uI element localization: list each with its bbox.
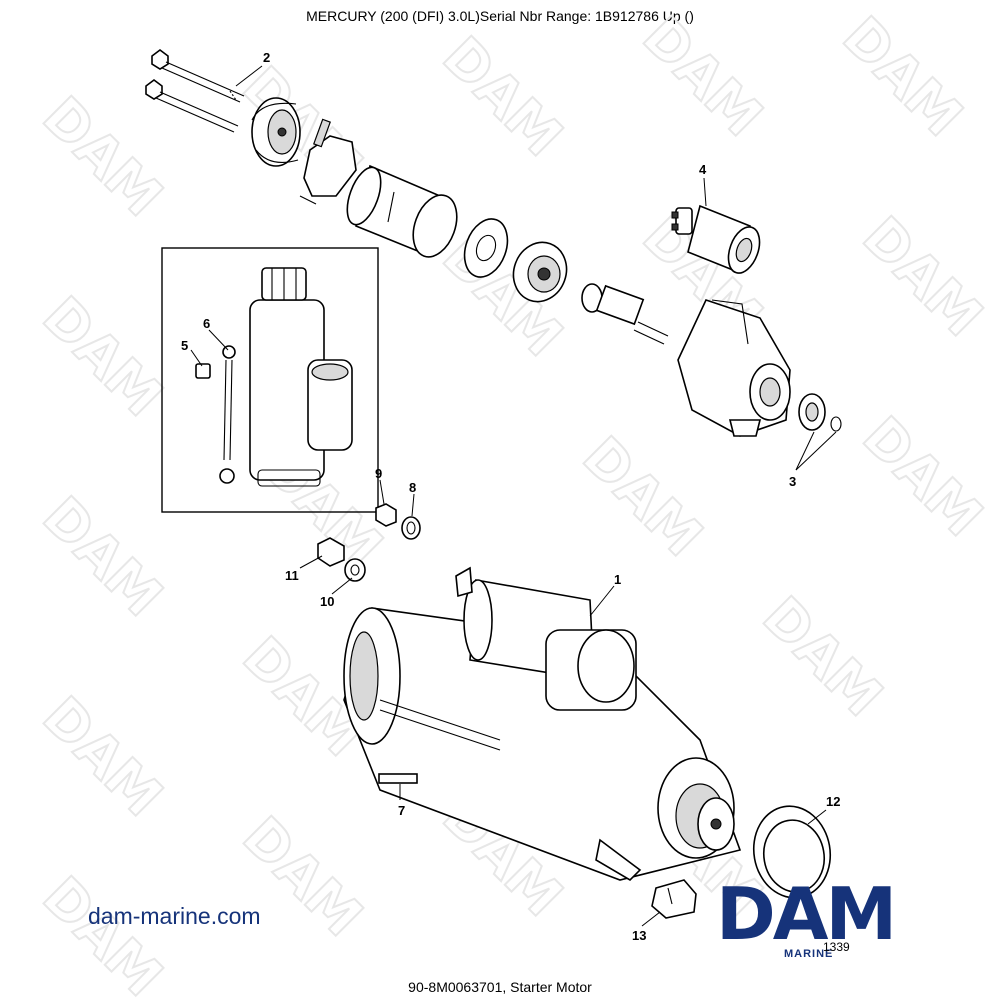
end-cap xyxy=(251,97,301,167)
brush-plate xyxy=(299,118,357,205)
callout-6: 6 xyxy=(203,316,210,331)
callout-2: 2 xyxy=(263,50,270,65)
callout-7: 7 xyxy=(398,803,405,818)
watermark: DAM xyxy=(571,425,715,569)
planetary-gear xyxy=(512,241,568,303)
figure-number: 1339 xyxy=(823,940,850,954)
drive-housing xyxy=(677,299,791,437)
decal xyxy=(378,773,418,784)
logo-subtitle: MARINE xyxy=(784,948,834,960)
starter-motor-assembly xyxy=(343,566,742,882)
callout-12: 12 xyxy=(826,794,840,809)
inset-frame xyxy=(161,247,379,513)
watermark: DAM xyxy=(751,585,895,729)
solenoid xyxy=(671,204,761,274)
clip xyxy=(651,879,697,919)
page-title: MERCURY (200 (DFI) 3.0L)Serial Nbr Range… xyxy=(306,8,694,24)
watermark: DAM xyxy=(631,5,775,149)
through-bolts xyxy=(145,49,245,133)
callout-5: 5 xyxy=(181,338,188,353)
callout-3: 3 xyxy=(789,474,796,489)
callout-8: 8 xyxy=(409,480,416,495)
callout-13: 13 xyxy=(632,928,646,943)
watermark: DAM xyxy=(31,285,175,429)
website-link[interactable]: dam-marine.com xyxy=(88,903,261,929)
drive-shaft xyxy=(581,283,669,345)
watermark: DAM xyxy=(851,205,995,349)
callout-10: 10 xyxy=(320,594,334,609)
callout-1: 1 xyxy=(614,572,621,587)
watermark: DAM xyxy=(31,85,175,229)
field-frame xyxy=(346,164,458,258)
watermark: DAM xyxy=(851,405,995,549)
lock-washer-8 xyxy=(401,516,421,540)
ground-cable xyxy=(219,345,236,484)
watermark: DAM xyxy=(431,25,575,169)
screw xyxy=(195,363,211,379)
rubber-collar xyxy=(752,805,832,899)
dam-logo: DAM xyxy=(716,872,897,956)
washer xyxy=(463,218,509,278)
watermark: DAM xyxy=(31,485,175,629)
watermark: DAM xyxy=(831,5,975,149)
part-caption: 90-8M0063701, Starter Motor xyxy=(408,979,592,995)
pinion-gear xyxy=(798,393,842,432)
callout-11: 11 xyxy=(285,568,299,583)
watermark: DAM xyxy=(31,685,175,829)
callout-4: 4 xyxy=(699,162,707,177)
watermarks: DAM DAM DAM DAM DAM DAM DAM DAM DAM DAM … xyxy=(30,4,996,1000)
callout-9: 9 xyxy=(375,466,382,481)
nut-9 xyxy=(375,503,397,527)
lock-washer-10 xyxy=(344,558,366,582)
inset-starter xyxy=(249,267,353,487)
leader-lines xyxy=(190,65,837,927)
